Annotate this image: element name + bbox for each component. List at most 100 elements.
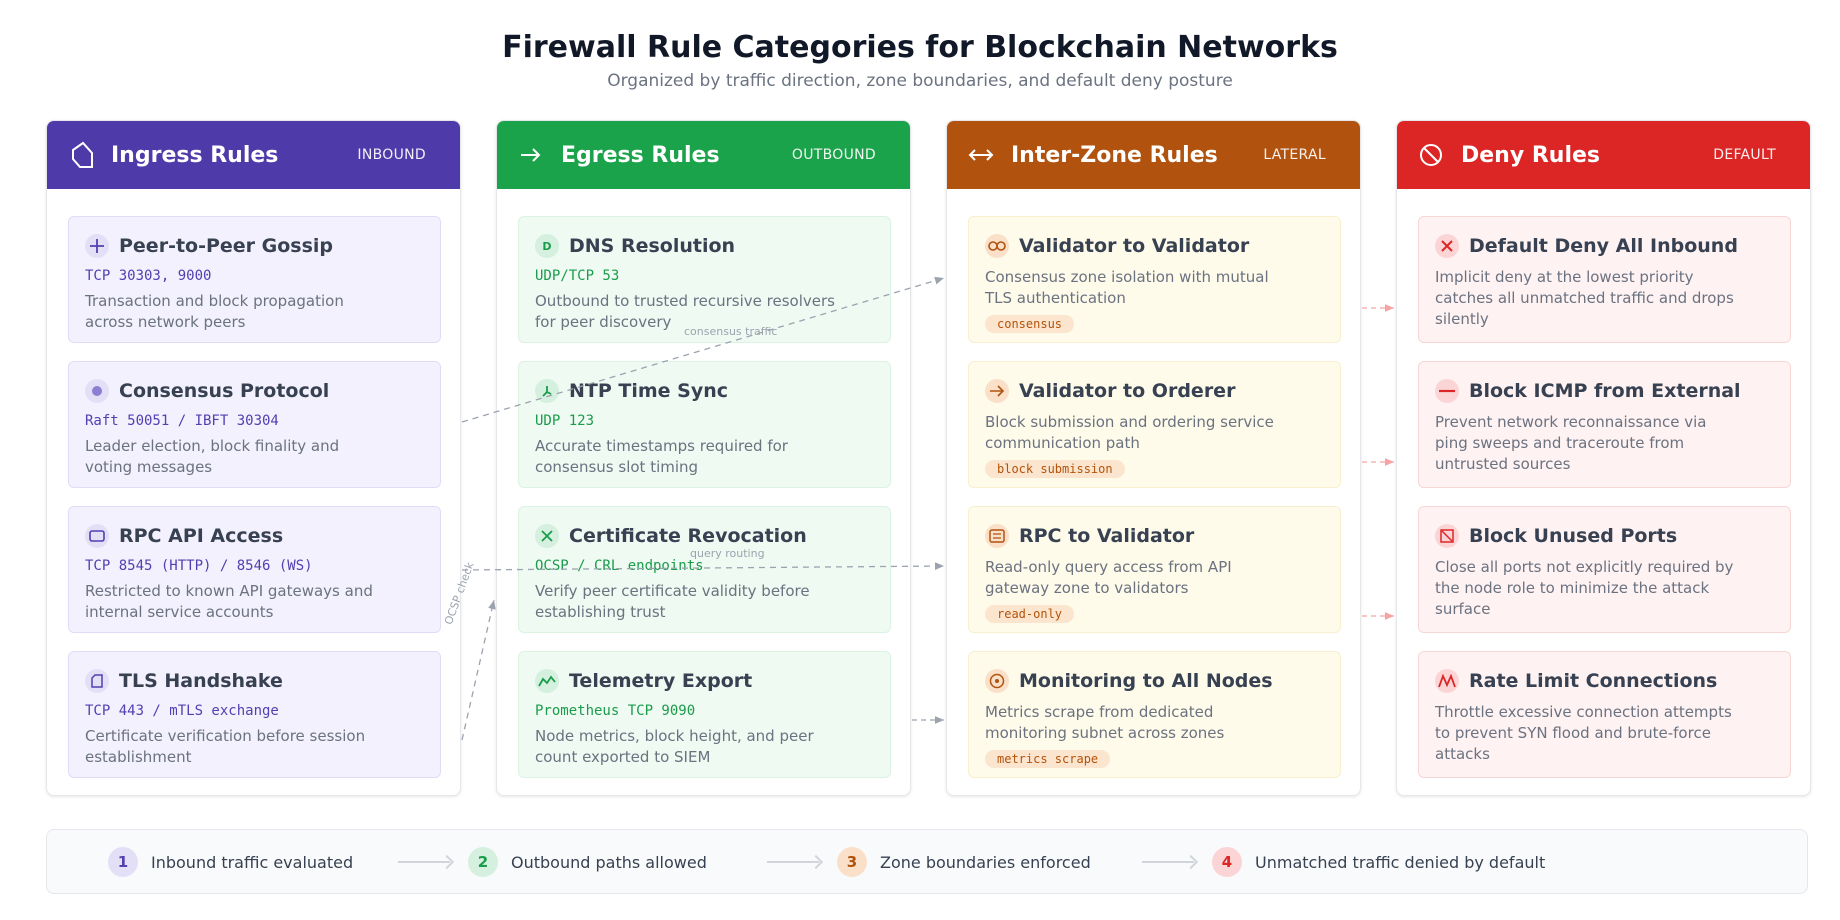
card-title: Validator to Orderer: [1019, 380, 1236, 402]
card-title: NTP Time Sync: [569, 380, 729, 402]
inter-zone-tag: LATERAL: [1263, 147, 1326, 163]
card-validator-to-orderer[interactable]: Validator to Orderer Block submission an…: [968, 361, 1341, 488]
card-rate-limit-connections[interactable]: Rate Limit Connections Throttle excessiv…: [1418, 651, 1791, 778]
deny-title: Deny Rules: [1461, 142, 1601, 168]
card-title: Rate Limit Connections: [1469, 670, 1718, 692]
card-certificate-revocation[interactable]: Certificate Revocation OCSP / CRL endpoi…: [518, 506, 891, 633]
double-arrow-icon: [967, 141, 995, 169]
card-description: Node metrics, block height, and peer cou…: [535, 727, 814, 766]
link-icon: [985, 234, 1009, 258]
step-label: Outbound paths allowed: [511, 852, 707, 872]
deny-tag: DEFAULT: [1713, 147, 1776, 163]
step-label: Inbound traffic evaluated: [151, 852, 354, 872]
zigzag-icon: [1435, 669, 1459, 693]
step-number: 1: [108, 847, 138, 877]
shield-icon: [67, 141, 95, 169]
card-title: Consensus Protocol: [119, 380, 330, 402]
card-description: Transaction and block propagation across…: [85, 292, 344, 331]
card-telemetry-export[interactable]: Telemetry Export Prometheus TCP 9090 Nod…: [518, 651, 891, 778]
card-title: RPC API Access: [119, 525, 284, 547]
card-description: Implicit deny at the lowest priority cat…: [1435, 268, 1734, 328]
egress-header: Egress Rules OUTBOUND: [497, 121, 910, 189]
blocked-square-icon: [1435, 524, 1459, 548]
step-number: 2: [468, 847, 498, 877]
card-description: Leader election, block finality and voti…: [85, 437, 340, 476]
card-consensus-protocol[interactable]: Consensus Protocol Raft 50051 / IBFT 303…: [68, 361, 441, 488]
card-port: TCP 30303, 9000: [85, 268, 212, 284]
page-title: Firewall Rule Categories for Blockchain …: [502, 30, 1338, 65]
egress-tag: OUTBOUND: [791, 147, 876, 163]
d-letter-icon: D: [535, 234, 559, 258]
step-label: Zone boundaries enforced: [880, 852, 1091, 872]
card-title: Default Deny All Inbound: [1469, 235, 1738, 257]
card-description: Consensus zone isolation with mutual TLS…: [985, 268, 1269, 307]
step-number: 4: [1212, 847, 1242, 877]
inter-zone-title: Inter-Zone Rules: [1011, 142, 1218, 168]
card-validator-to-validator[interactable]: Validator to Validator Consensus zone is…: [968, 216, 1341, 343]
page-subtitle: Organized by traffic direction, zone bou…: [607, 71, 1233, 91]
list-icon: [985, 524, 1009, 548]
card-port: UDP 123: [535, 413, 595, 429]
zone-pill: metrics scrape: [985, 750, 1111, 768]
legend-step-1: 1 Inbound traffic evaluated: [108, 847, 353, 877]
card-rpc-api-access[interactable]: RPC API Access TCP 8545 (HTTP) / 8546 (W…: [68, 506, 441, 633]
prohibited-icon: [1417, 141, 1445, 169]
card-title: Block Unused Ports: [1469, 525, 1678, 547]
legend-step-2: 2 Outbound paths allowed: [468, 847, 707, 877]
card-description: Block submission and ordering service co…: [985, 413, 1274, 452]
consensus-traffic-label: consensus traffic: [684, 325, 778, 338]
card-monitoring-to-all-nodes[interactable]: Monitoring to All Nodes Metrics scrape f…: [968, 651, 1341, 778]
card-port: OCSP / CRL endpoints: [535, 558, 704, 574]
card-title: Certificate Revocation: [569, 525, 807, 547]
legend-arrow: [398, 861, 450, 863]
card-description: Accurate timestamps required for consens…: [535, 437, 788, 476]
card-title: Monitoring to All Nodes: [1019, 670, 1273, 692]
step-label: Unmatched traffic denied by default: [1255, 852, 1546, 872]
card-description: Read-only query access from API gateway …: [985, 558, 1232, 597]
card-description: Throttle excessive connection attempts t…: [1435, 703, 1732, 763]
card-description: Verify peer certificate validity before …: [535, 582, 810, 621]
card-description: Prevent network reconnaissance via ping …: [1435, 413, 1707, 473]
ingress-header: Ingress Rules INBOUND: [47, 121, 460, 189]
card-block-unused-ports[interactable]: Block Unused Ports Close all ports not e…: [1418, 506, 1791, 633]
card-dns-resolution[interactable]: D DNS Resolution UDP/TCP 53 Outbound to …: [518, 216, 891, 343]
query-routing-label: query routing: [690, 547, 765, 560]
arrow-right-icon: [517, 141, 545, 169]
card-title: Telemetry Export: [569, 670, 753, 692]
window-icon: [85, 524, 109, 548]
deny-column: Deny Rules DEFAULT Default Deny All Inbo…: [1396, 120, 1811, 796]
process-legend: 1 Inbound traffic evaluated 2 Outbound p…: [46, 829, 1808, 894]
inter-zone-header: Inter-Zone Rules LATERAL: [947, 121, 1360, 189]
card-title: TLS Handshake: [119, 670, 283, 692]
clock-icon: [535, 379, 559, 403]
legend-arrow: [1142, 861, 1194, 863]
chart-line-icon: [535, 669, 559, 693]
card-port: Raft 50051 / IBFT 30304: [85, 413, 279, 429]
target-icon: [985, 669, 1009, 693]
card-ntp-time-sync[interactable]: NTP Time Sync UDP 123 Accurate timestamp…: [518, 361, 891, 488]
ingress-title: Ingress Rules: [111, 142, 279, 168]
card-title: Block ICMP from External: [1469, 380, 1741, 402]
ingress-tag: INBOUND: [357, 147, 426, 163]
card-description: Metrics scrape from dedicated monitoring…: [985, 703, 1225, 742]
egress-title: Egress Rules: [561, 142, 720, 168]
card-title: Peer-to-Peer Gossip: [119, 235, 334, 257]
card-default-deny-all-inbound[interactable]: Default Deny All Inbound Implicit deny a…: [1418, 216, 1791, 343]
arrow-right-icon: [985, 379, 1009, 403]
plus-icon: [85, 234, 109, 258]
card-peer-to-peer-gossip[interactable]: Peer-to-Peer Gossip TCP 30303, 9000 Tran…: [68, 216, 441, 343]
card-tls-handshake[interactable]: TLS Handshake TCP 443 / mTLS exchange Ce…: [68, 651, 441, 778]
step-number: 3: [837, 847, 867, 877]
card-description: Close all ports not explicitly required …: [1435, 558, 1734, 618]
zone-pill: read-only: [985, 605, 1075, 623]
card-title: Validator to Validator: [1019, 235, 1250, 257]
card-title: DNS Resolution: [569, 235, 736, 257]
deny-header: Deny Rules DEFAULT: [1397, 121, 1810, 189]
card-port: TCP 8545 (HTTP) / 8546 (WS): [85, 558, 313, 574]
dot-icon: [85, 379, 109, 403]
ingress-column: Ingress Rules INBOUND Peer-to-Peer Gossi…: [46, 120, 461, 796]
zone-pill: block submission: [985, 460, 1125, 478]
card-rpc-to-validator[interactable]: RPC to Validator Read-only query access …: [968, 506, 1341, 633]
card-block-icmp-from-external[interactable]: Block ICMP from External Prevent network…: [1418, 361, 1791, 488]
x-icon: [535, 524, 559, 548]
